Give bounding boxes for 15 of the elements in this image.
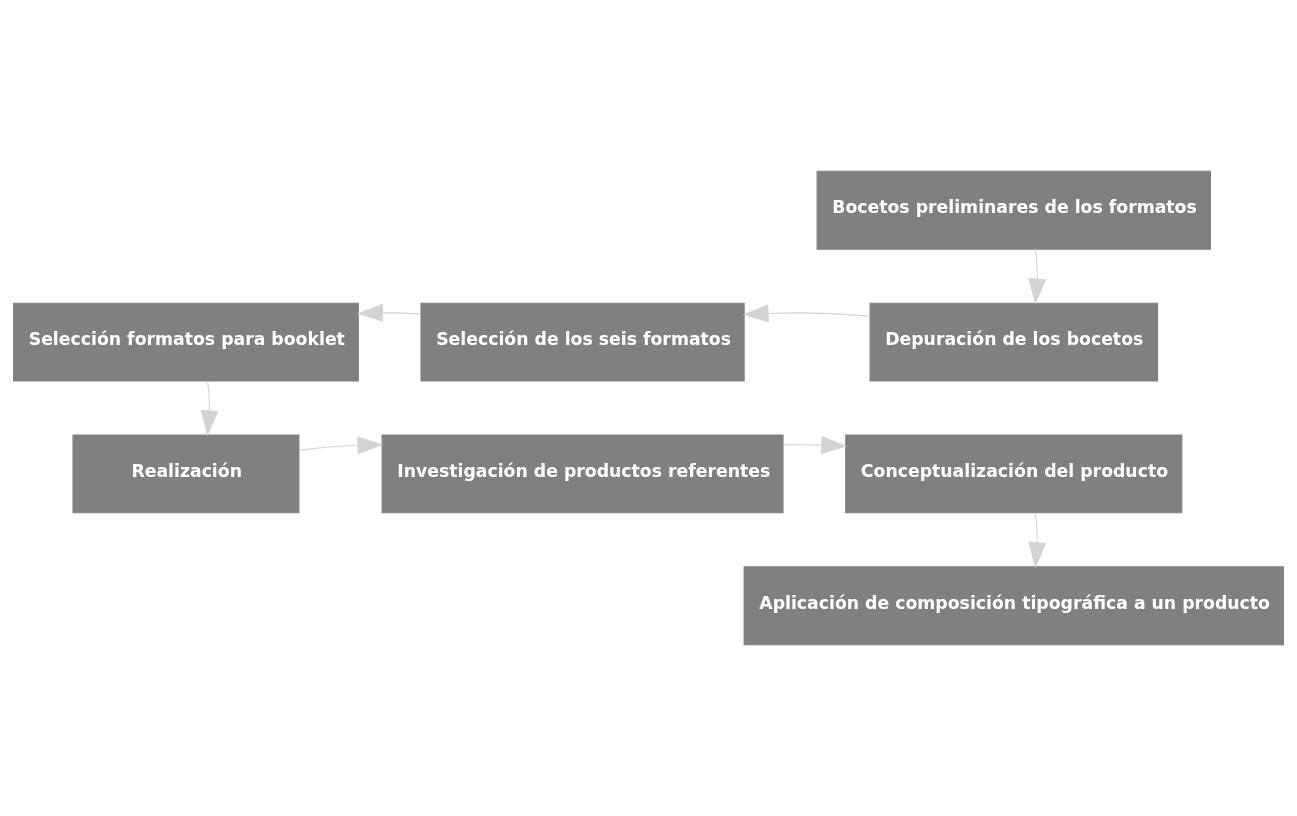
node-box: Investigación de productos referentes [381,434,784,514]
node-box: Bocetos preliminares de los formatos [816,170,1211,250]
arrow [742,304,871,323]
arrow [298,436,384,455]
node-box: Aplicación de composición tipográfica a un producto [743,566,1284,646]
arrow [1028,248,1047,305]
node-box: Selección formatos para booklet [13,302,359,382]
node-box: Depuración de los bocetos [869,302,1159,382]
node-box: Realización [72,434,300,514]
arrow [782,436,848,455]
arrow [1028,512,1047,569]
node-box: Selección de los seis formatos [420,302,745,382]
arrow [357,303,422,322]
arrow [200,380,219,437]
node-box: Conceptualización del producto [845,434,1183,514]
